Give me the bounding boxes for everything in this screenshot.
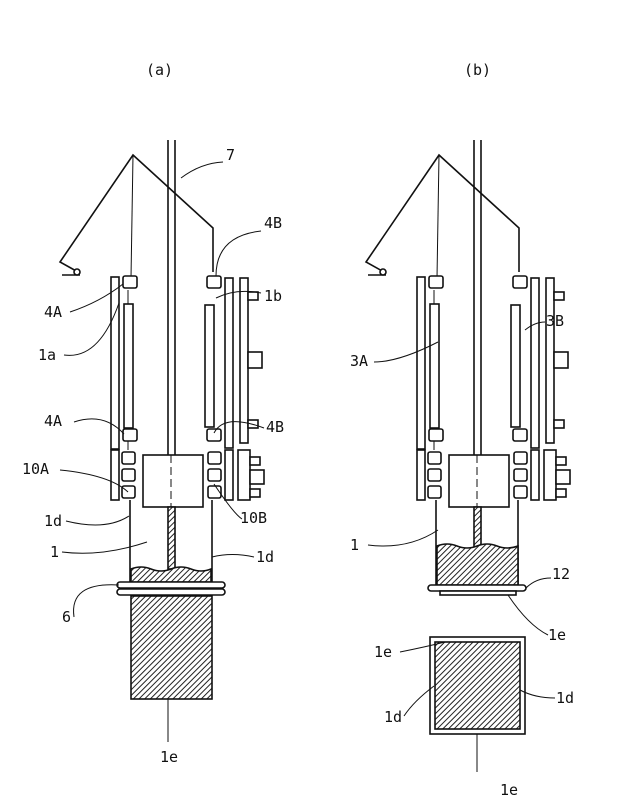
label-4A-bottom: 4A — [44, 412, 62, 430]
label-1d-left: 1d — [44, 512, 62, 530]
label-3B: 3B — [546, 312, 564, 330]
label-1e-top-left: 1e — [374, 643, 392, 661]
label-7: 7 — [226, 146, 235, 164]
label-12: 12 — [552, 565, 570, 583]
label-10B: 10B — [240, 509, 267, 527]
label-6: 6 — [62, 608, 71, 626]
label-4A-top: 4A — [44, 303, 62, 321]
caption-b: (b) — [464, 61, 491, 79]
panel-b: (b) 3B 3A 1 12 1e 1e 1d 1d 1e — [350, 61, 574, 799]
panel-a: (a) 7 4B 4A 1b 1a 4A 4B 10A 10B 1d 1 1d … — [22, 61, 284, 766]
label-1d-right: 1d — [256, 548, 274, 566]
caption-a: (a) — [146, 61, 173, 79]
label-1d-left-b: 1d — [384, 708, 402, 726]
label-1e-top-right: 1e — [548, 626, 566, 644]
label-3A: 3A — [350, 352, 368, 370]
label-1-b: 1 — [350, 536, 359, 554]
label-1: 1 — [50, 543, 59, 561]
label-4B-top: 4B — [264, 214, 282, 232]
label-1e-bottom-b: 1e — [500, 781, 518, 799]
label-10A: 10A — [22, 460, 49, 478]
label-1a: 1a — [38, 346, 56, 364]
label-4B-bottom: 4B — [266, 418, 284, 436]
label-1e: 1e — [160, 748, 178, 766]
label-1d-right-b: 1d — [556, 689, 574, 707]
label-1b: 1b — [264, 287, 282, 305]
